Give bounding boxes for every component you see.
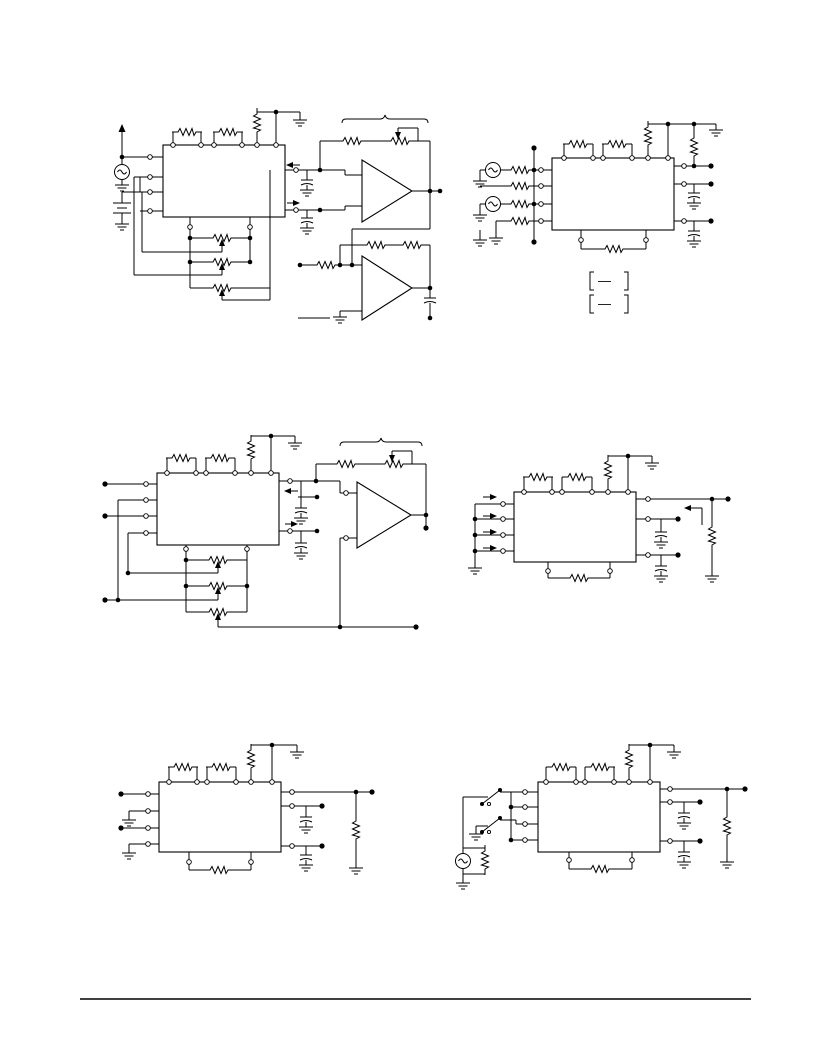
circuit-top-left	[113, 107, 443, 324]
chip-body	[162, 144, 286, 218]
chip-body	[513, 491, 637, 563]
chip-body	[156, 472, 280, 546]
circuit-top-right: — —	[472, 120, 724, 314]
bracket-label: —	[598, 296, 611, 311]
chip-body	[537, 781, 661, 853]
op-amp	[361, 159, 414, 223]
chip-body	[551, 157, 675, 231]
bracket-expression: —	[589, 271, 629, 291]
bracket-label: —	[598, 273, 611, 288]
op-amp	[361, 254, 414, 322]
chip-body	[158, 781, 282, 853]
bracket-expression: —	[589, 294, 629, 314]
circuit-middle-left	[102, 433, 429, 630]
circuit-middle-right	[467, 453, 731, 583]
circuit-bottom-left	[118, 742, 375, 875]
circuit-bottom-right	[455, 742, 748, 890]
op-amp	[356, 481, 413, 549]
